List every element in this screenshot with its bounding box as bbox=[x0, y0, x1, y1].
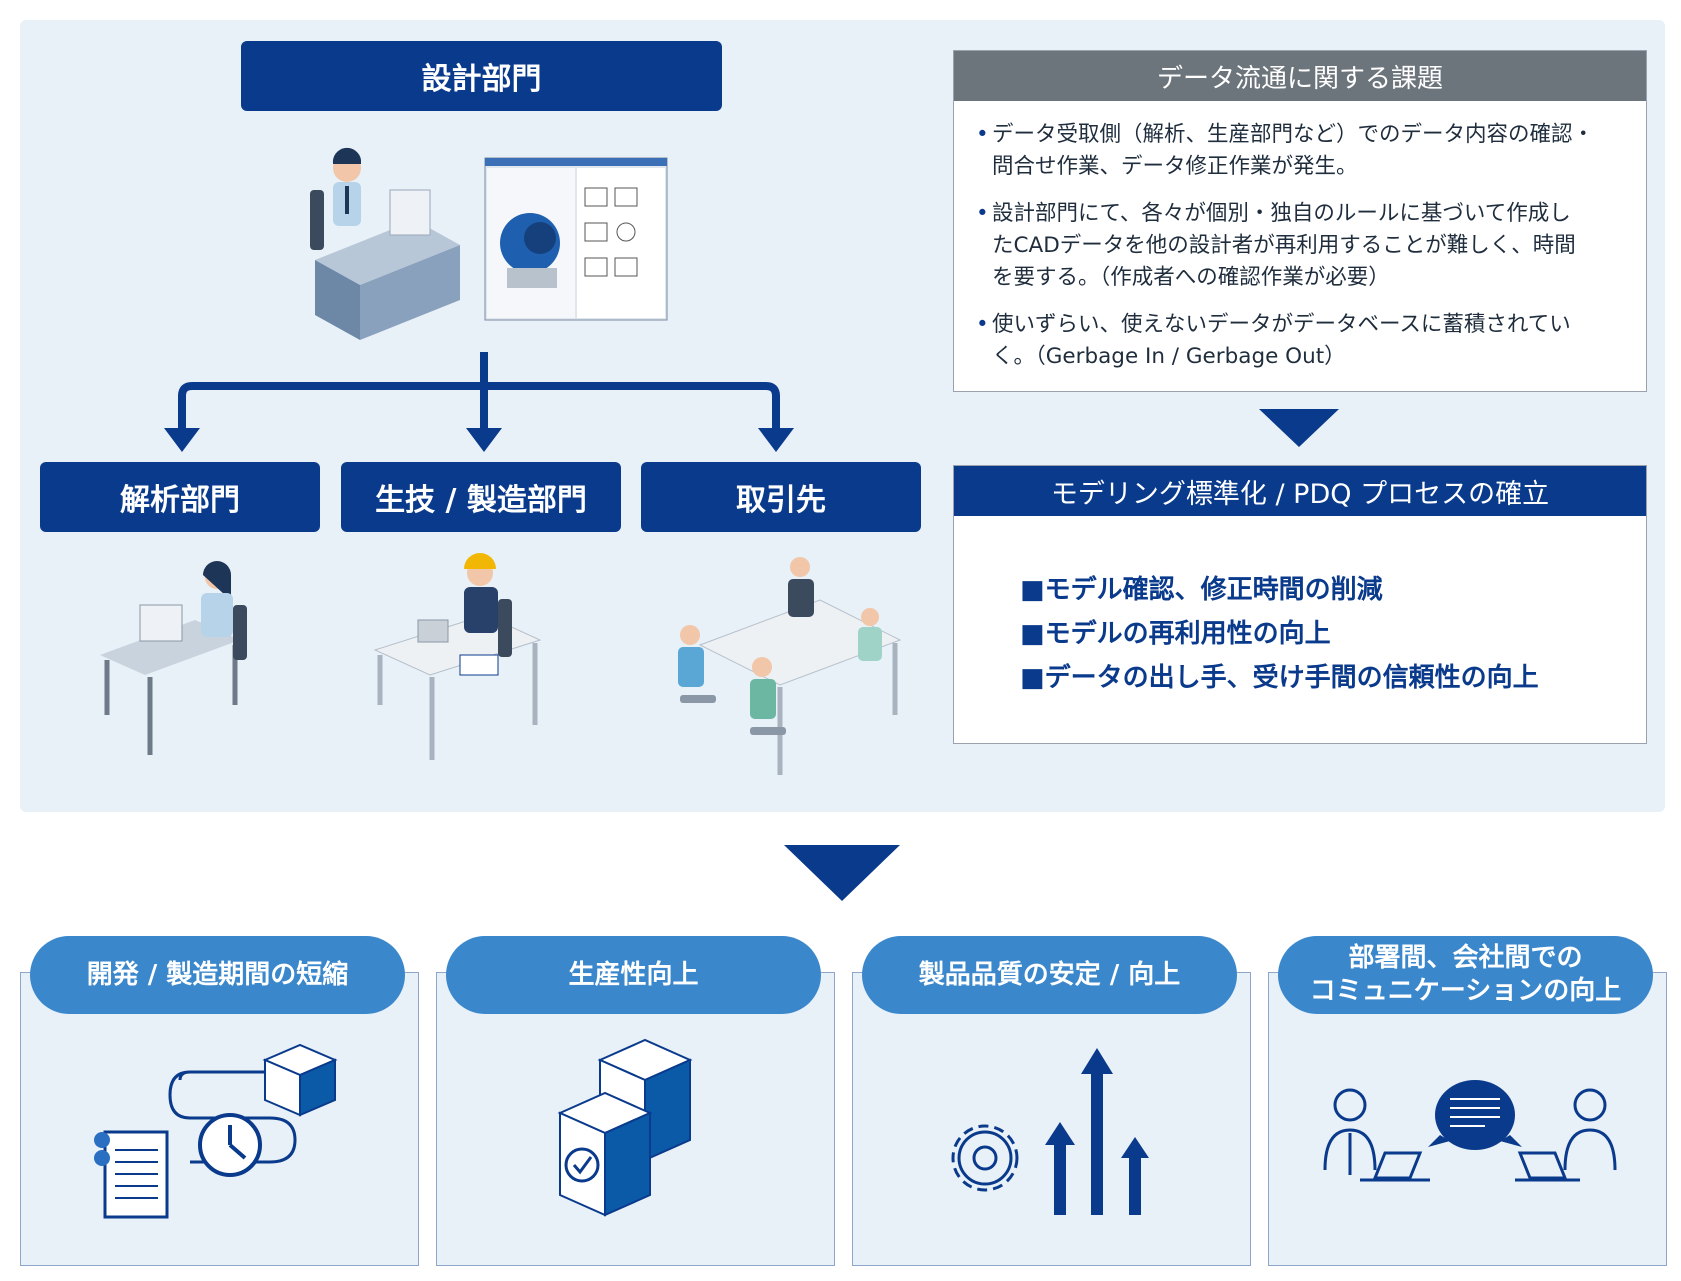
down-triangle-large bbox=[784, 845, 900, 901]
standardization-item: ■データの出し手、受け手間の信頼性の向上 bbox=[1020, 663, 1539, 693]
benefit-card bbox=[852, 972, 1251, 1266]
issues-box: データ流通に関する課題 データ受取側（解析、生産部門など）でのデータ内容の確認・… bbox=[953, 50, 1647, 392]
issues-title: データ流通に関する課題 bbox=[954, 51, 1646, 101]
designer-illustration bbox=[310, 147, 460, 340]
communication-icon bbox=[1323, 1080, 1617, 1182]
dept-analysis-box: 解析部門 bbox=[40, 462, 320, 532]
standardization-item: ■モデル確認、修正時間の削減 bbox=[1020, 575, 1383, 605]
standardization-box: モデリング標準化 / PDQ プロセスの確立 ■モデル確認、修正時間の削減 ■モ… bbox=[953, 465, 1647, 744]
meeting-illustration bbox=[678, 557, 902, 775]
branch-arrows bbox=[164, 352, 794, 452]
benefit-title: 開発 / 製造期間の短縮 bbox=[30, 936, 405, 1014]
analyst-illustration bbox=[100, 561, 247, 755]
issue-item: 設計部門にて、各々が個別・独自のルールに基づいて作成したCADデータを他の設計者… bbox=[976, 198, 1624, 294]
dept-manufacturing-box: 生技 / 製造部門 bbox=[341, 462, 621, 532]
stacked-cubes-check-icon bbox=[557, 1038, 693, 1217]
design-dept-box: 設計部門 bbox=[241, 41, 722, 111]
issue-item: データ受取側（解析、生産部門など）でのデータ内容の確認・問合せ作業、データ修正作… bbox=[976, 119, 1624, 183]
benefit-title: 生産性向上 bbox=[446, 936, 821, 1014]
gear-arrows-icon bbox=[951, 1048, 1149, 1215]
worker-illustration bbox=[373, 553, 542, 760]
standardization-title: モデリング標準化 / PDQ プロセスの確立 bbox=[954, 466, 1646, 516]
schedule-cube-icon bbox=[94, 1043, 338, 1219]
standardization-item: ■モデルの再利用性の向上 bbox=[1020, 619, 1331, 649]
dept-partner-box: 取引先 bbox=[641, 462, 921, 532]
benefit-title: 製品品質の安定 / 向上 bbox=[862, 936, 1237, 1014]
benefit-title: 部署間、会社間でのコミュニケーションの向上 bbox=[1278, 936, 1653, 1014]
down-triangle-small bbox=[1259, 409, 1339, 447]
cad-screenshot bbox=[484, 157, 668, 321]
